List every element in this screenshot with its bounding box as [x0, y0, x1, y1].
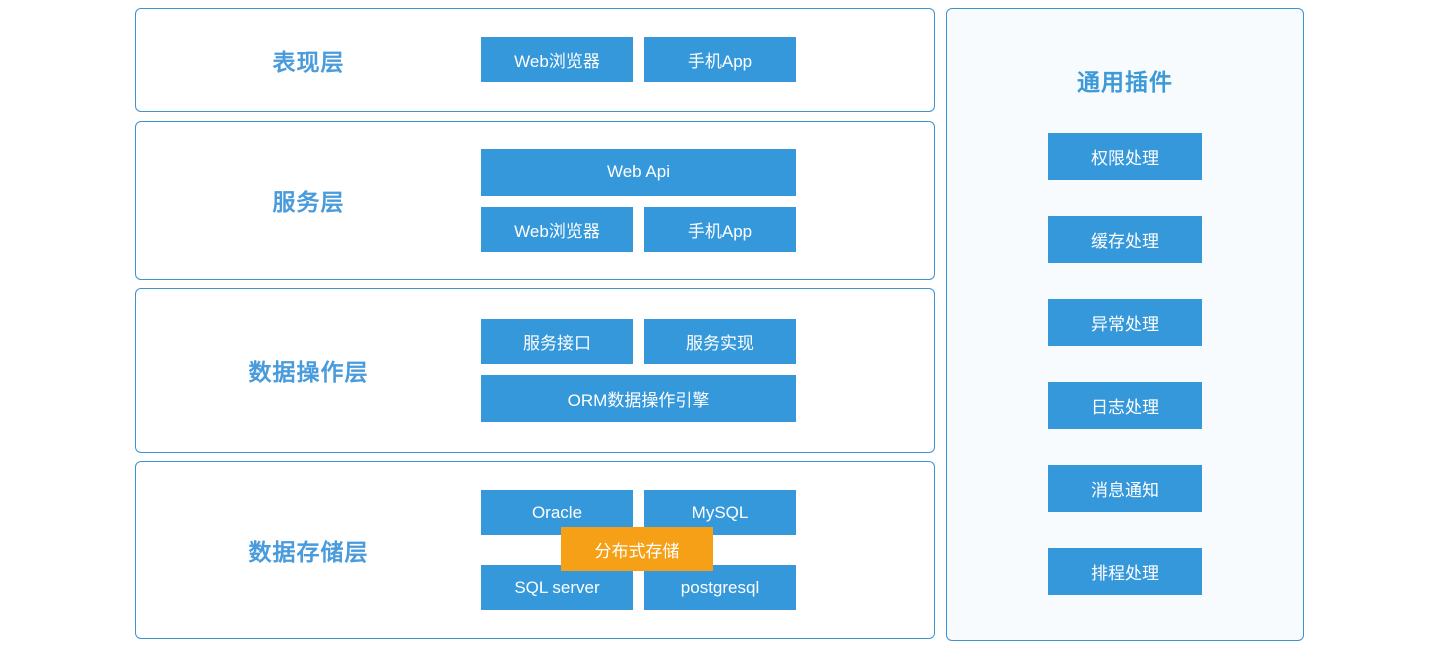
- box-row: Web浏览器 手机App: [481, 206, 796, 252]
- plugin-panel: 通用插件 权限处理 缓存处理 异常处理 日志处理 消息通知 排程处理: [946, 8, 1304, 641]
- plugin-box-cache[interactable]: 缓存处理: [1048, 216, 1202, 263]
- layer-label-presentation: 表现层: [272, 48, 345, 75]
- plugin-box-scheduling[interactable]: 排程处理: [1048, 548, 1202, 595]
- plugin-box-logging[interactable]: 日志处理: [1048, 382, 1202, 429]
- component-box-web-browser[interactable]: Web浏览器: [481, 37, 633, 83]
- component-box-web-browser[interactable]: Web浏览器: [481, 206, 633, 252]
- layer-section-data-operation: 数据操作层 服务接口 服务实现 ORM数据操作引擎: [135, 287, 935, 454]
- layer-label-data-storage: 数据存储层: [248, 539, 369, 566]
- component-box-sql-server[interactable]: SQL server: [481, 565, 633, 611]
- component-box-oracle[interactable]: Oracle: [481, 490, 633, 536]
- box-row: Web浏览器 手机App: [481, 37, 796, 83]
- layer-label-data-operation: 数据操作层: [248, 359, 369, 386]
- layer-section-presentation: 表现层 Web浏览器 手机App: [135, 8, 935, 112]
- plugin-panel-title: 通用插件: [1077, 69, 1173, 95]
- layer-stack: 表现层 Web浏览器 手机App 服务层 Web Api Web浏览器 手机Ap…: [135, 8, 935, 639]
- component-box-service-implementation[interactable]: 服务实现: [644, 318, 796, 364]
- box-row: Web Api: [481, 148, 796, 196]
- layer-section-service: 服务层 Web Api Web浏览器 手机App: [135, 120, 935, 280]
- box-row: ORM数据操作引擎: [481, 374, 796, 422]
- component-box-web-api[interactable]: Web Api: [481, 148, 796, 196]
- component-box-service-interface[interactable]: 服务接口: [481, 318, 633, 364]
- layer-boxes-presentation: Web浏览器 手机App: [481, 9, 796, 111]
- plugin-list: 权限处理 缓存处理 异常处理 日志处理 消息通知 排程处理: [1048, 133, 1202, 595]
- component-box-postgresql[interactable]: postgresql: [644, 565, 796, 611]
- box-row: SQL server postgresql: [481, 565, 796, 611]
- layer-label-service: 服务层: [272, 189, 345, 216]
- plugin-box-exception[interactable]: 异常处理: [1048, 299, 1202, 346]
- layer-boxes-service: Web Api Web浏览器 手机App: [481, 122, 796, 279]
- plugin-box-message-notification[interactable]: 消息通知: [1048, 465, 1202, 512]
- plugin-box-permission[interactable]: 权限处理: [1048, 133, 1202, 180]
- box-row: 服务接口 服务实现: [481, 318, 796, 364]
- layer-section-data-storage: 数据存储层 Oracle MySQL SQL server postgresql…: [135, 461, 935, 639]
- layer-boxes-data-operation: 服务接口 服务实现 ORM数据操作引擎: [481, 289, 796, 453]
- component-box-mobile-app[interactable]: 手机App: [644, 37, 796, 83]
- component-box-mobile-app[interactable]: 手机App: [644, 206, 796, 252]
- component-box-distributed-storage[interactable]: 分布式存储: [561, 527, 713, 572]
- component-box-orm-engine[interactable]: ORM数据操作引擎: [481, 374, 796, 422]
